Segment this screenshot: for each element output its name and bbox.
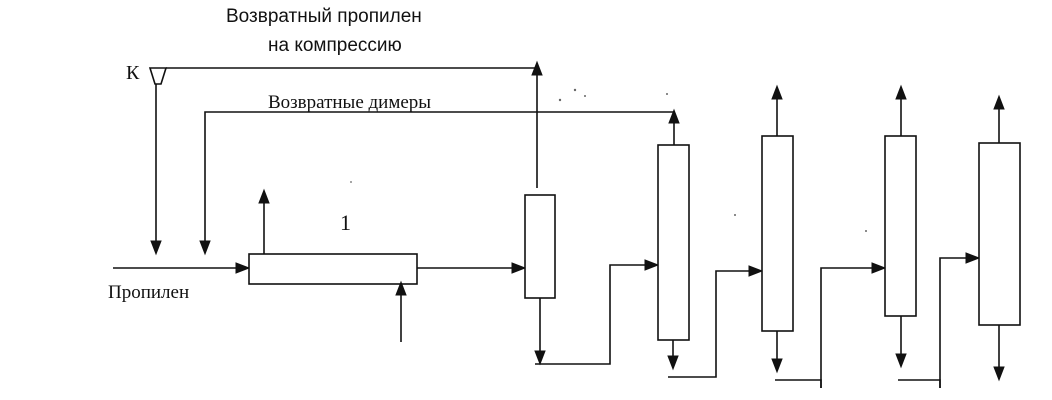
arrowhead-column-4-top: [895, 84, 907, 100]
scan-speck: [734, 214, 736, 216]
separator-to-column-2-line: [535, 264, 649, 365]
column-4-feed-line: [820, 267, 876, 388]
arrowhead-to-column-4: [871, 262, 887, 274]
arrowhead-reactor-bottom-in: [395, 280, 407, 296]
arrowhead-to-column-3: [748, 265, 764, 277]
arrowhead-dimers-up: [668, 108, 680, 124]
arrowhead-reactor-gas-out: [258, 188, 270, 204]
distillation-column-5: [978, 142, 1021, 326]
column-4-to-column-5-line: [898, 379, 941, 388]
return-propylene-line: [166, 67, 538, 188]
compressor-k-label: К: [126, 62, 140, 84]
arrowhead-column-5-bottom: [993, 366, 1005, 382]
scan-speck: [865, 230, 867, 232]
return-propylene-label-line2: на компрессию: [268, 35, 402, 56]
arrowhead-compressor-down: [150, 240, 162, 256]
arrowhead-return-propylene: [531, 60, 543, 76]
arrowhead-feed: [235, 262, 251, 274]
arrowhead-separator-bottom: [534, 350, 546, 366]
column-2-to-column-3-line: [668, 270, 753, 378]
scan-speck: [573, 88, 577, 92]
arrowhead-column-2-bottom: [667, 355, 679, 371]
reactor-1: [248, 253, 418, 285]
arrowhead-column-3-bottom: [771, 358, 783, 374]
scan-speck: [666, 93, 668, 95]
separator-vessel: [524, 194, 556, 299]
column-3-to-column-4-line: [775, 379, 822, 388]
compressor-symbol: [148, 67, 168, 85]
column-5-feed-line: [939, 257, 970, 388]
arrowhead-to-column-2: [644, 259, 660, 271]
unit-1-number-label: 1: [340, 210, 351, 235]
scan-speck: [558, 98, 562, 102]
distillation-column-2: [657, 144, 690, 341]
arrowhead-column-4-bottom: [895, 353, 907, 369]
distillation-column-4: [884, 135, 917, 317]
return-dimers-line: [204, 111, 674, 244]
scan-speck: [584, 95, 586, 97]
arrowhead-to-separator: [511, 262, 527, 274]
return-propylene-label-line1: Возвратный пропилен: [226, 6, 422, 27]
arrowhead-column-5-top: [993, 94, 1005, 110]
arrowhead-column-3-top: [771, 84, 783, 100]
propylene-feed-label: Пропилен: [108, 282, 190, 303]
arrowhead-return-dimers-down: [199, 240, 211, 256]
arrowhead-to-column-5: [965, 252, 981, 264]
distillation-column-3: [761, 135, 794, 332]
return-dimers-label: Возвратные димеры: [268, 92, 432, 113]
scan-speck: [350, 181, 352, 183]
